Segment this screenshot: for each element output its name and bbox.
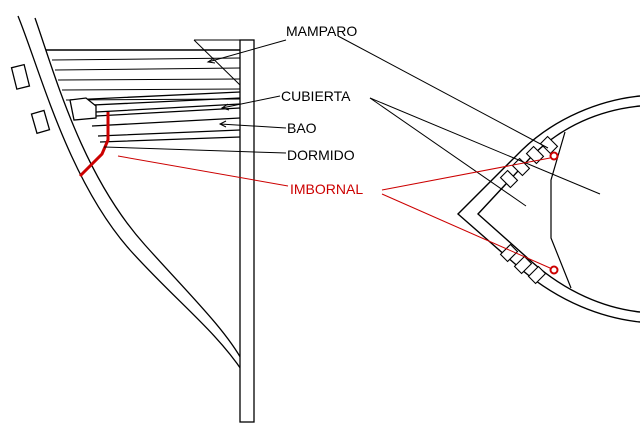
vertical-post (239, 39, 255, 423)
deck-planks (69, 91, 241, 113)
plan-scupper-lower (549, 265, 559, 275)
waterway-block (69, 97, 97, 121)
hull-outer-line (17, 15, 244, 373)
clamp (97, 129, 241, 143)
label-bao: BAO (287, 120, 317, 136)
mamparo-planks (46, 39, 241, 101)
plan-hull-outer (456, 95, 640, 323)
plan-hull-inner (476, 105, 640, 313)
imbornal-leaders (117, 155, 551, 269)
scupper-pipe (78, 112, 110, 178)
hull-block-upper (10, 63, 31, 90)
hull-inner-line (34, 17, 244, 363)
beam (91, 107, 241, 127)
left-pointers (103, 39, 287, 154)
label-cubierta: CUBIERTA (281, 88, 351, 104)
label-imbornal: IMBORNAL (290, 181, 363, 197)
label-mamparo: MAMPARO (286, 23, 357, 39)
right-leaders (337, 35, 601, 207)
side-section (10, 15, 255, 423)
hull-block-lower (30, 109, 51, 135)
plan-scupper-upper (549, 151, 559, 161)
label-dormido: DORMIDO (287, 147, 355, 163)
plan-blocks (499, 135, 559, 285)
plan-view (456, 95, 640, 323)
